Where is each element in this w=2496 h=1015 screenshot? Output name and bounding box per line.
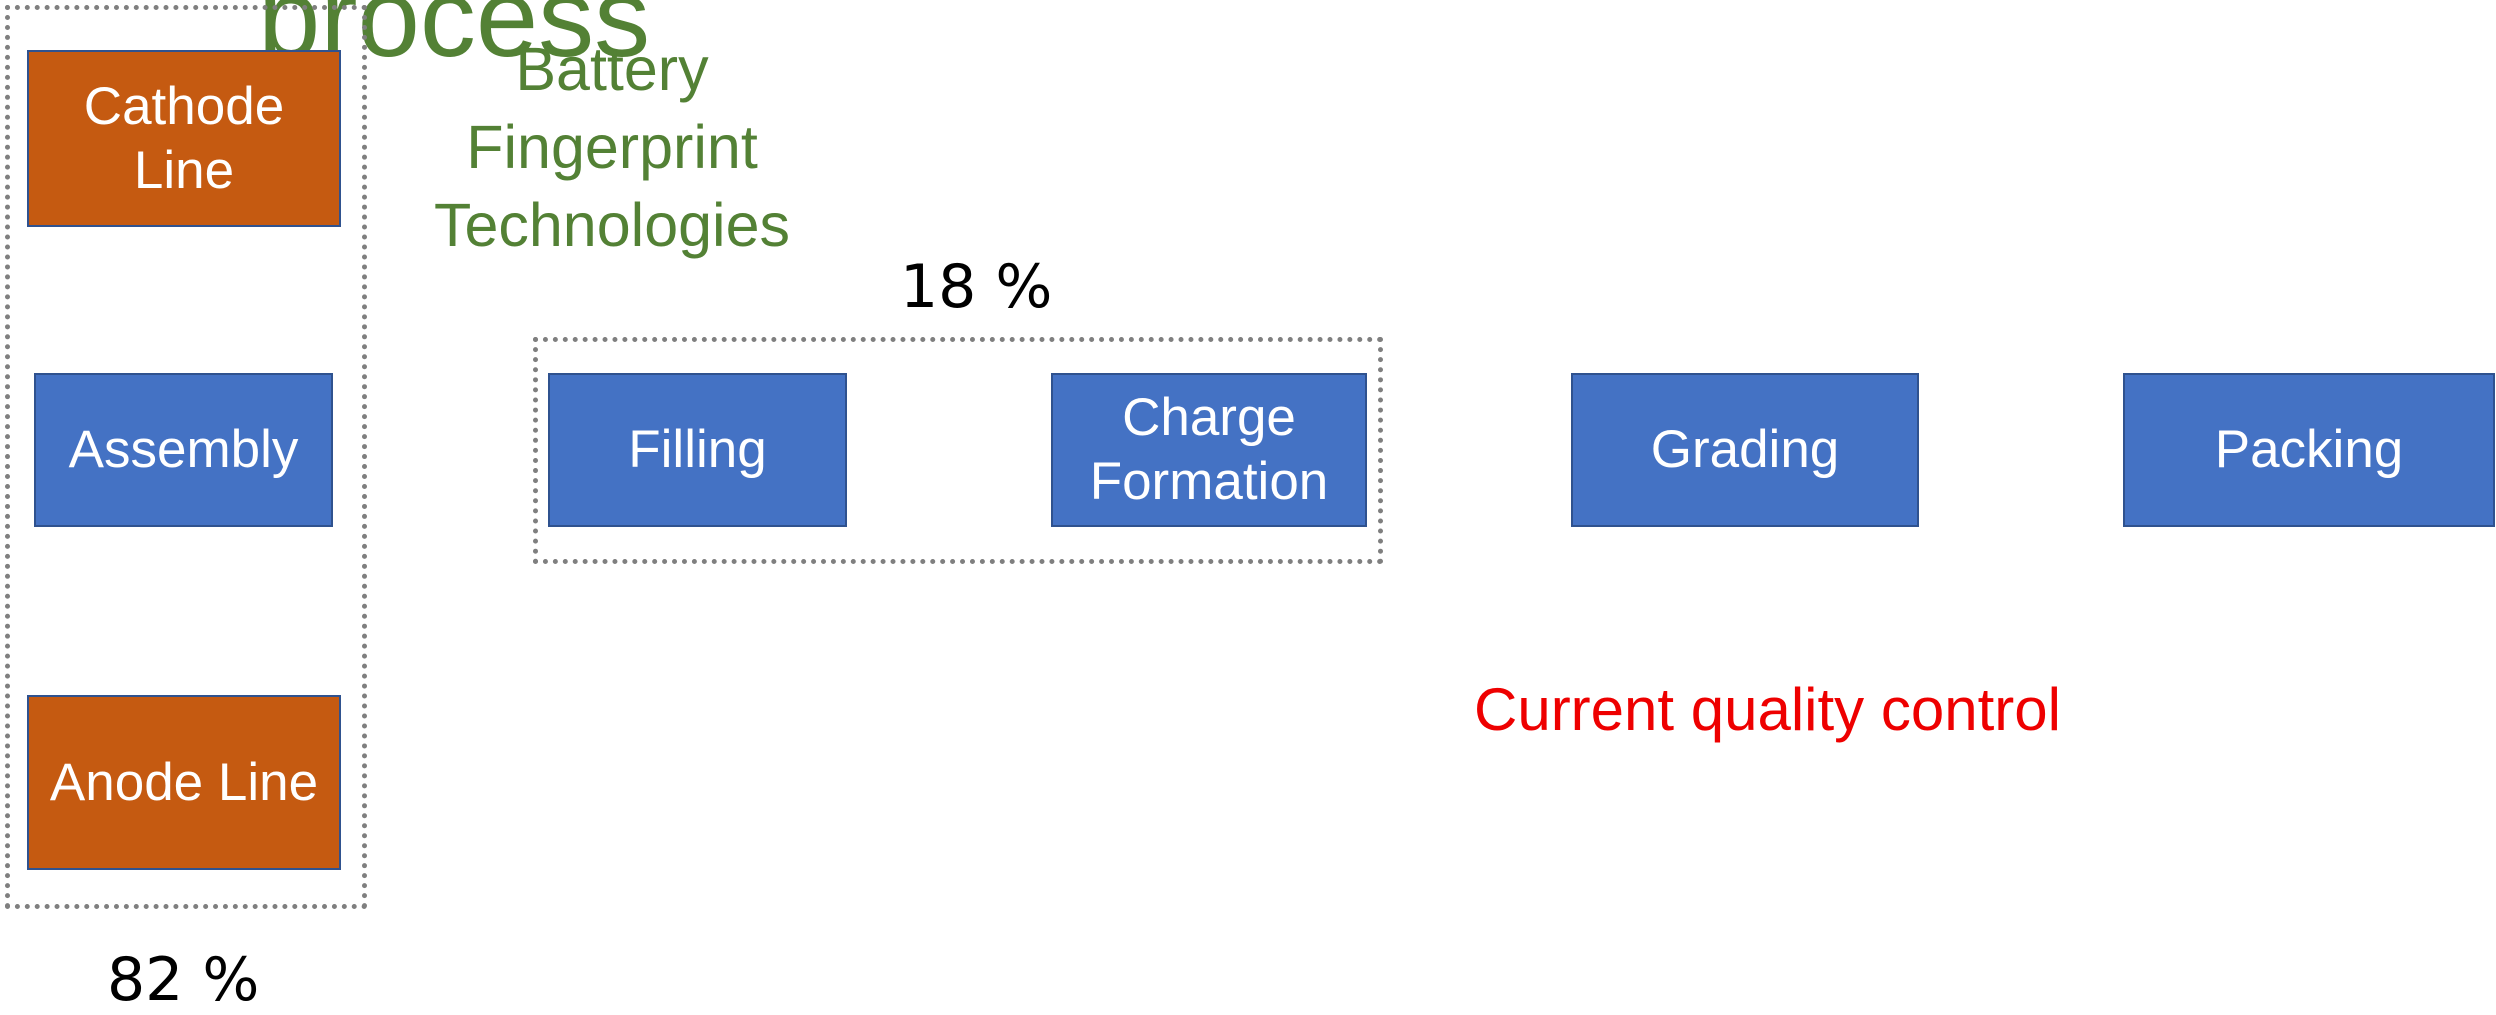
anode-line-box: Anode Line xyxy=(27,695,341,870)
quality-control-label: Current quality control xyxy=(1474,676,2061,743)
fingerprint-label: Battery Fingerprint Technologies xyxy=(433,35,791,259)
percent-middle: 18 % xyxy=(900,252,1053,322)
filling-formation-group xyxy=(533,337,1383,564)
assembly-box: Assembly xyxy=(34,373,333,527)
filling-box: Filling xyxy=(548,373,847,527)
cathode-line-box: Cathode Line xyxy=(27,50,341,227)
electrode-assembly-group xyxy=(5,5,367,909)
grading-box: Grading xyxy=(1571,373,1919,527)
packing-box: Packing xyxy=(2123,373,2495,527)
charge-formation-box: Charge Formation xyxy=(1051,373,1367,527)
percent-left: 82 % xyxy=(107,945,260,1015)
